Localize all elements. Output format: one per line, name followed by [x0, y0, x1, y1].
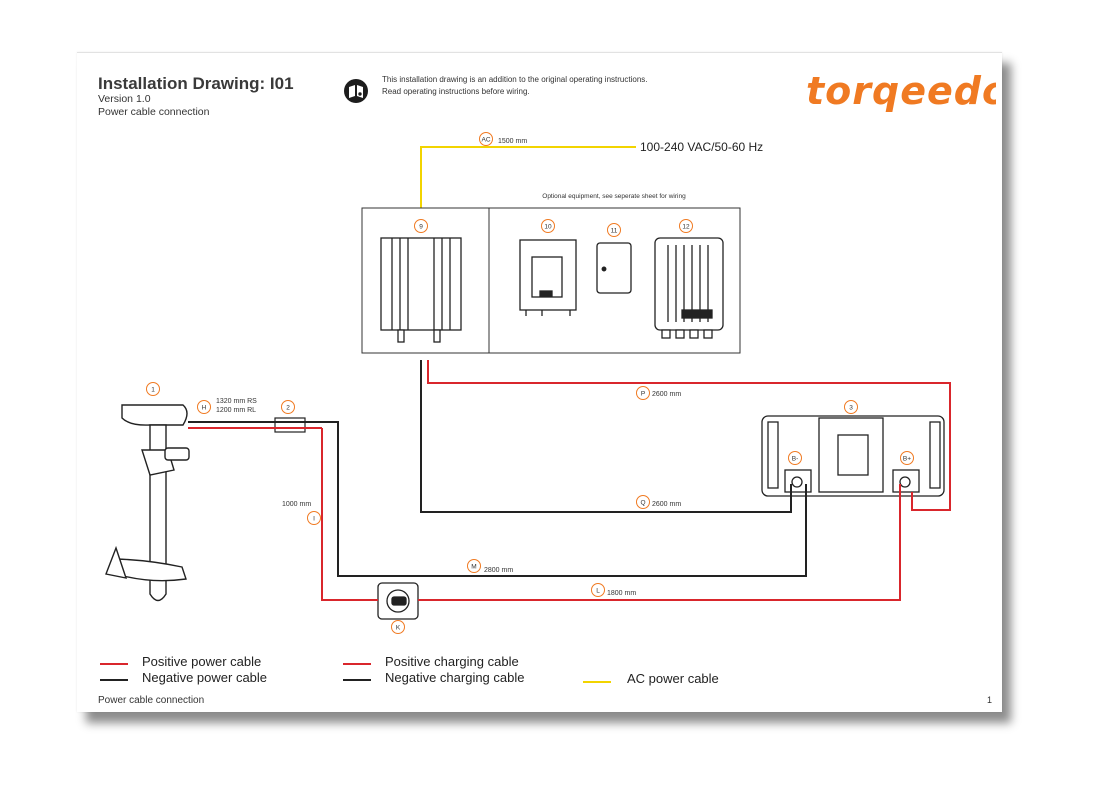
callout-label-K: K	[396, 624, 401, 631]
connector-2	[274, 417, 306, 433]
callout-n3: 3	[844, 400, 858, 414]
callout-n1: 1	[146, 382, 160, 396]
length-P: 2600 mm	[652, 391, 681, 398]
callout-AC: AC	[479, 132, 493, 146]
callout-n11: 11	[607, 223, 621, 237]
drawing-subtitle: Power cable connection	[98, 106, 210, 118]
callout-label-AC: AC	[481, 136, 490, 143]
device-10-icon	[519, 239, 577, 316]
legend-positive-charging: Positive charging cable	[385, 654, 519, 669]
callout-label-n11: 11	[611, 227, 618, 234]
legend-ac-power: AC power cable	[627, 671, 719, 686]
optional-equipment-note: Optional equipment, see seperate sheet f…	[542, 193, 686, 200]
positive-cable-L2	[418, 484, 901, 601]
battery-icon	[761, 415, 945, 497]
callout-label-H: H	[202, 404, 207, 411]
charger-icon	[380, 237, 462, 343]
outboard-motor-icon	[105, 404, 190, 602]
length-H-rl: 1200 mm RL	[216, 407, 256, 414]
negative-cable-M	[188, 421, 807, 577]
length-AC: 1500 mm	[498, 138, 527, 145]
ac-power-cable	[420, 146, 636, 208]
positive-cable-P	[427, 360, 951, 511]
callout-Q: Q	[636, 495, 650, 509]
length-H-rs: 1320 mm RS	[216, 398, 257, 405]
callout-label-M: M	[471, 563, 476, 570]
legend-positive-power-line	[100, 663, 128, 665]
length-I: 1000 mm	[282, 501, 311, 508]
device-11-icon	[596, 242, 632, 294]
callout-label-n10: 10	[544, 223, 552, 230]
legend-negative-charging: Negative charging cable	[385, 670, 525, 685]
callout-label-P: P	[641, 390, 645, 397]
manual-icon	[344, 79, 368, 103]
callout-Bminus: B-	[788, 451, 802, 465]
legend-positive-charging-line	[343, 663, 371, 665]
callout-P: P	[636, 386, 650, 400]
charger-enclosure	[361, 207, 741, 354]
length-L: 1800 mm	[607, 590, 636, 597]
callout-label-L: L	[596, 587, 600, 594]
callout-label-Bplus: B+	[903, 455, 911, 462]
callout-label-n12: 12	[682, 223, 690, 230]
legend-positive-power: Positive power cable	[142, 654, 262, 669]
positive-cable-L	[321, 428, 378, 601]
legend-negative-charging-line	[343, 679, 371, 681]
callout-label-n9: 9	[419, 223, 423, 230]
page-number: 1	[987, 695, 993, 705]
negative-cable-Q	[420, 360, 792, 513]
callout-I: I	[307, 511, 321, 525]
notice-line-1: This installation drawing is an addition…	[382, 75, 648, 84]
callout-label-n1: 1	[151, 386, 155, 393]
torqeedo-logo: torqeedo	[806, 66, 1008, 125]
callout-L: L	[591, 583, 605, 597]
version-label: Version 1.0	[98, 93, 151, 105]
svg-text:torqeedo: torqeedo	[806, 69, 996, 113]
length-M: 2800 mm	[484, 567, 513, 574]
top-rule	[77, 52, 1002, 53]
main-switch-icon	[377, 582, 419, 620]
callout-label-n3: 3	[849, 404, 853, 411]
callout-K: K	[391, 620, 405, 634]
callout-H: H	[197, 400, 211, 414]
callout-label-Q: Q	[640, 499, 645, 506]
drawing-title: Installation Drawing: I01	[98, 74, 294, 93]
ac-voltage-label: 100-240 VAC/50-60 Hz	[640, 140, 763, 154]
callout-M: M	[467, 559, 481, 573]
legend-ac-power-line	[583, 681, 611, 683]
callout-n2: 2	[281, 400, 295, 414]
device-12-icon	[654, 237, 724, 339]
callout-n10: 10	[541, 219, 555, 233]
callout-n9: 9	[414, 219, 428, 233]
callout-label-Bminus: B-	[792, 455, 799, 462]
callout-label-n2: 2	[286, 404, 290, 411]
legend-negative-power-line	[100, 679, 128, 681]
callout-label-I: I	[313, 515, 315, 522]
length-Q: 2600 mm	[652, 501, 681, 508]
torqeedo-wordmark: torqeedo	[806, 69, 1008, 113]
notice-line-2: Read operating instructions before wirin…	[382, 87, 530, 96]
callout-n12: 12	[679, 219, 693, 233]
callout-Bplus: B+	[900, 451, 914, 465]
legend-negative-power: Negative power cable	[142, 670, 268, 685]
footer-text: Power cable connection	[98, 695, 205, 706]
